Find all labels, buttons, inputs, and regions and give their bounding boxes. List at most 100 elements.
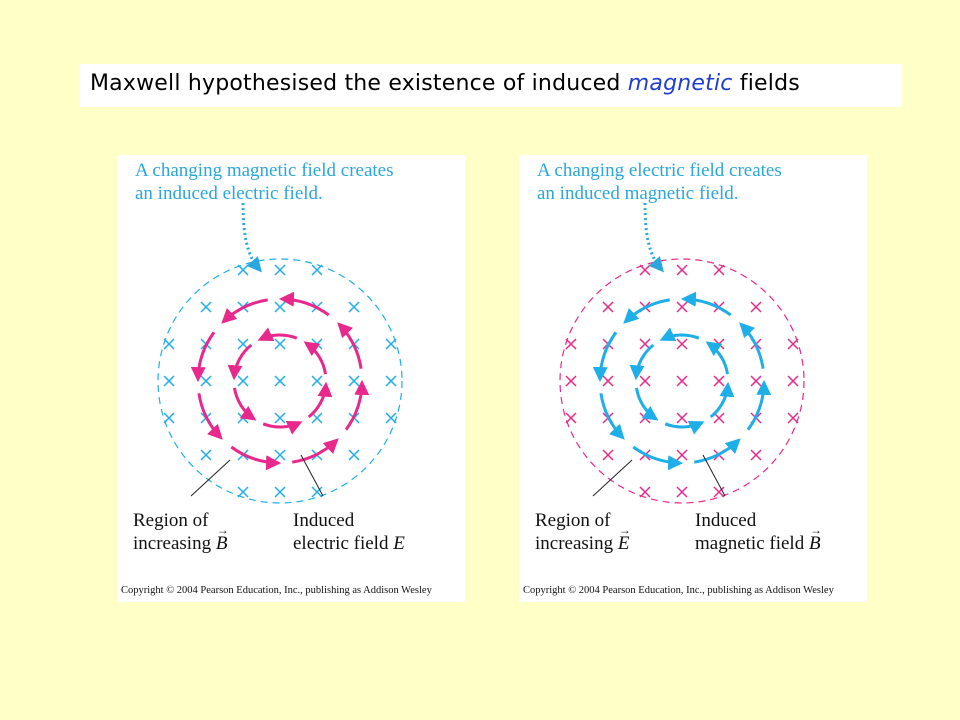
field-cross-mark xyxy=(274,486,286,498)
region-symbol-right: E xyxy=(618,533,630,554)
field-cross-mark xyxy=(163,412,175,424)
field-cross-mark xyxy=(311,264,323,276)
field-cross-mark xyxy=(565,375,577,387)
field-cross-mark xyxy=(274,449,286,461)
induced-label-left: Induced electric field E xyxy=(293,509,405,555)
field-line-arrow xyxy=(629,343,655,381)
field-cross-mark xyxy=(676,412,688,424)
field-cross-mark xyxy=(163,375,175,387)
field-line-arrow xyxy=(262,420,303,435)
field-cross-mark xyxy=(787,338,799,350)
field-line-arrow xyxy=(344,379,370,431)
figure-caption-right: A changing electric field creates an ind… xyxy=(537,160,782,204)
field-cross-mark xyxy=(565,338,577,350)
field-cross-mark xyxy=(713,264,725,276)
field-cross-mark xyxy=(602,375,614,387)
field-line-arrow xyxy=(337,322,363,369)
field-line-arrow xyxy=(709,381,735,419)
induced-symbol-right: B xyxy=(809,533,821,554)
field-line-arrow xyxy=(739,322,765,369)
region-label-text-left: Region of increasing xyxy=(133,510,212,554)
field-line-arrow xyxy=(227,343,253,381)
field-line-arrow xyxy=(635,387,659,421)
field-diagram-left xyxy=(157,202,403,504)
region-leader-line xyxy=(592,459,633,497)
field-cross-mark xyxy=(787,412,799,424)
region-leader-line xyxy=(190,459,231,497)
field-region-boundary xyxy=(157,258,403,504)
field-cross-mark xyxy=(676,264,688,276)
field-line-arrow xyxy=(303,341,327,375)
field-cross-mark xyxy=(237,338,249,350)
region-symbol-left: B xyxy=(216,533,228,554)
field-line-arrow xyxy=(659,327,700,342)
field-cross-mark xyxy=(311,375,323,387)
field-line-arrow xyxy=(190,331,216,383)
field-cross-mark xyxy=(713,412,725,424)
field-cross-mark xyxy=(274,338,286,350)
title-highlight-word: magnetic xyxy=(627,71,733,96)
field-cross-mark xyxy=(348,449,360,461)
field-cross-mark xyxy=(676,301,688,313)
outer-field-ring xyxy=(190,291,370,471)
field-line-arrow xyxy=(257,327,298,342)
field-cross-mark xyxy=(385,412,397,424)
outer-field-ring xyxy=(592,291,772,471)
copyright-right: Copyright © 2004 Pearson Education, Inc.… xyxy=(523,585,834,596)
field-line-arrow xyxy=(694,438,741,464)
field-line-arrow xyxy=(632,445,684,471)
field-cross-mark xyxy=(163,338,175,350)
field-line-arrow xyxy=(292,438,339,464)
field-cross-mark xyxy=(311,486,323,498)
field-line-arrow xyxy=(307,381,333,419)
field-cross-mark xyxy=(639,338,651,350)
title-bar: Maxwell hypothesised the existence of in… xyxy=(80,64,902,107)
figure-caption-left: A changing magnetic field creates an ind… xyxy=(135,160,394,204)
field-line-arrow xyxy=(230,445,282,471)
induced-leader-line xyxy=(702,454,726,497)
field-cross-mark xyxy=(565,412,577,424)
induced-label-right: Induced magnetic field B xyxy=(695,509,821,555)
induced-label-text-right: Induced magnetic field xyxy=(695,510,805,554)
field-cross-mark xyxy=(348,301,360,313)
inner-field-ring xyxy=(629,327,735,435)
slide-title: Maxwell hypothesised the existence of in… xyxy=(90,71,800,96)
inner-field-ring xyxy=(227,327,333,435)
field-cross-mark xyxy=(639,375,651,387)
title-text-after: fields xyxy=(732,71,800,96)
field-cross-mark xyxy=(602,301,614,313)
field-cross-mark xyxy=(385,338,397,350)
field-line-arrow xyxy=(680,291,732,317)
field-line-arrow xyxy=(197,393,223,440)
induced-leader-line xyxy=(300,454,324,497)
field-cross-mark xyxy=(639,264,651,276)
field-line-arrow xyxy=(278,291,330,317)
field-cross-mark xyxy=(676,338,688,350)
field-cross-mark xyxy=(385,375,397,387)
field-line-arrow xyxy=(599,393,625,440)
field-cross-mark xyxy=(713,486,725,498)
induced-symbol-left: E xyxy=(393,533,405,554)
field-cross-mark xyxy=(200,449,212,461)
field-cross-mark xyxy=(200,301,212,313)
field-line-arrow xyxy=(233,387,257,421)
field-cross-mark xyxy=(750,375,762,387)
field-line-arrow xyxy=(221,298,268,324)
field-cross-mark xyxy=(274,264,286,276)
field-cross-mark xyxy=(237,375,249,387)
field-cross-mark xyxy=(274,375,286,387)
field-cross-mark xyxy=(274,301,286,313)
induced-magnetic-field-figure: A changing electric field creates an ind… xyxy=(519,155,867,602)
field-cross-mark xyxy=(237,264,249,276)
induced-electric-field-figure: A changing magnetic field creates an ind… xyxy=(117,155,465,602)
field-cross-mark xyxy=(200,375,212,387)
field-region-boundary xyxy=(559,258,805,504)
field-line-arrow xyxy=(664,420,705,435)
field-line-arrow xyxy=(746,379,772,431)
caption-pointer-arrow xyxy=(643,202,664,273)
field-cross-mark xyxy=(676,375,688,387)
field-cross-mark xyxy=(750,301,762,313)
field-cross-mark xyxy=(237,486,249,498)
region-label-right: Region of increasing E xyxy=(535,509,629,555)
field-cross-mark xyxy=(274,412,286,424)
